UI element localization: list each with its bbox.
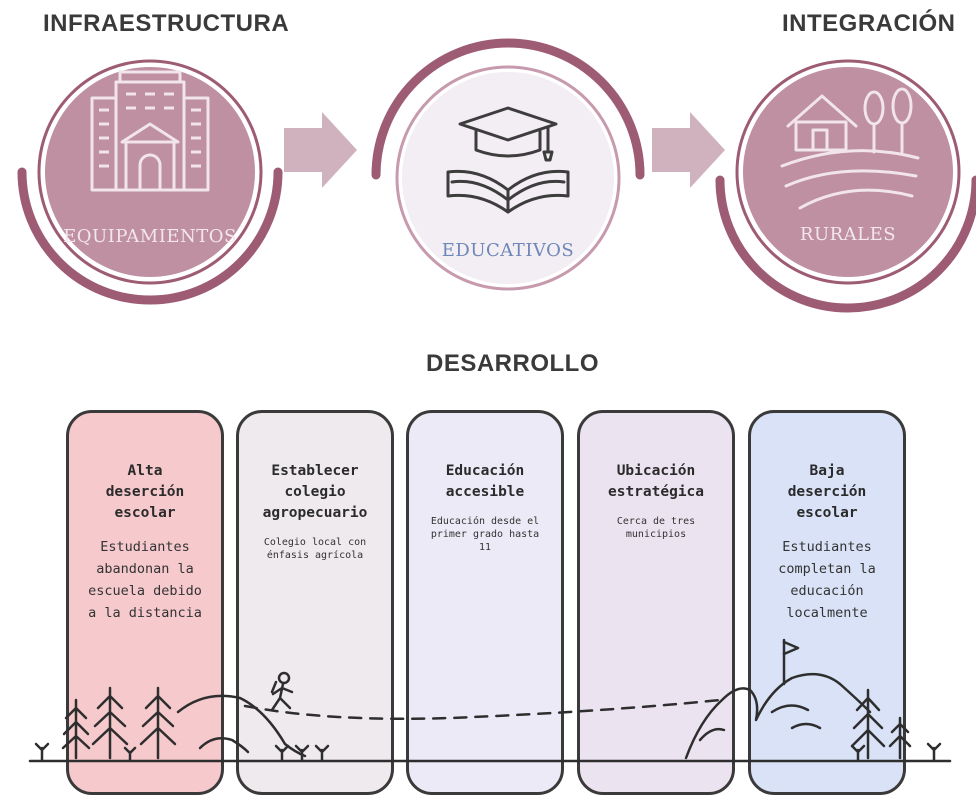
circle-fill <box>402 72 614 284</box>
arc-accent <box>371 38 645 180</box>
card-description: Cerca de tres municipios <box>616 516 696 540</box>
circle-label-rurales: RURALES <box>799 224 897 245</box>
circle-label-educativos: EDUCATIVOS <box>441 240 575 261</box>
card-title: Establecer colegio agropecuario <box>262 463 368 521</box>
card-title: Educación accesible <box>445 463 525 500</box>
header-infraestructura: INFRAESTRUCTURA <box>43 10 290 37</box>
sprout-icon <box>34 742 50 762</box>
arc-accent <box>17 167 283 305</box>
rural-house-icon <box>780 87 920 210</box>
circle-outline <box>37 59 263 285</box>
arc-accent <box>715 175 976 313</box>
card-description: Estudiantes abandonan la escuela debido … <box>88 539 202 621</box>
card-description: Colegio local con énfasis agrícola <box>263 537 367 561</box>
card-title: Baja deserción escolar <box>787 463 867 521</box>
card-description: Estudiantes completan la educación local… <box>778 539 876 621</box>
arrow-right-icon <box>652 112 725 188</box>
circle-outline <box>395 65 621 291</box>
card-title: Alta deserción escolar <box>105 463 185 521</box>
card-title: Ubicación estratégica <box>607 463 705 500</box>
circle-fill <box>45 67 255 277</box>
process-flow <box>17 38 976 313</box>
card-establecer-colegio: Establecer colegio agropecuario Colegio … <box>236 410 394 795</box>
card-alta-desercion: Alta deserción escolar Estudiantes aband… <box>66 410 224 795</box>
circle-rurales <box>715 59 976 313</box>
circle-label-equipamientos: EQUIPAMIENTOS <box>63 226 237 247</box>
card-ubicacion-estrategica: Ubicación estratégica Cerca de tres muni… <box>577 410 735 795</box>
graduation-book-icon <box>446 106 570 214</box>
circle-educativos <box>371 38 645 291</box>
card-description: Educación desde el primer grado hasta 11 <box>430 516 540 553</box>
building-icon <box>90 70 210 192</box>
card-baja-desercion: Baja deserción escolar Estudiantes compl… <box>748 410 906 795</box>
header-desarrollo: DESARROLLO <box>426 350 599 377</box>
card-educacion-accesible: Educación accesible Educación desde el p… <box>406 410 564 795</box>
sprout-icon <box>926 742 942 762</box>
arrow-right-icon <box>284 112 357 188</box>
circle-outline <box>735 59 961 285</box>
header-integracion: INTEGRACIÓN <box>782 10 956 37</box>
circle-equipamientos <box>17 59 283 305</box>
